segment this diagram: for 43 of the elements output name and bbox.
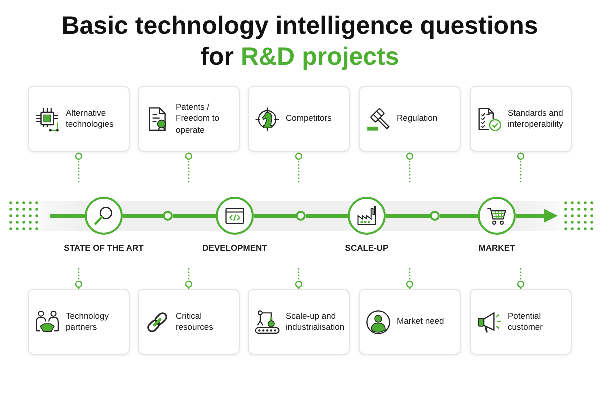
- dotted-connector: [185, 151, 193, 184]
- card-label: Potential customer: [508, 310, 544, 334]
- stage-label: DEVELOPMENT: [202, 243, 268, 253]
- timeline-line: [50, 214, 85, 218]
- card-label: Scale-up and industrialisation: [286, 310, 346, 334]
- topic-card: [28, 289, 130, 355]
- dotted-connector: [185, 267, 193, 290]
- timeline-line: [123, 214, 163, 218]
- title: Basic technology intelligence questions for R&D projects: [60, 11, 540, 73]
- timeline-line: [306, 214, 348, 218]
- topic-card: [359, 86, 461, 152]
- dotted-connector: [517, 151, 525, 184]
- card-label: Technology partners: [66, 310, 110, 334]
- dotted-connector: [75, 151, 83, 184]
- card-label: Regulation: [397, 113, 438, 125]
- stage-label: SCALE-UP: [345, 243, 389, 253]
- card-label: Standards and interoperability: [508, 108, 564, 130]
- topic-card: [248, 86, 350, 152]
- dotted-connector: [75, 267, 83, 290]
- timeline-line: [386, 214, 430, 218]
- dotted-connector: [406, 267, 414, 290]
- timeline-arrow: [516, 209, 558, 223]
- topic-card: [138, 86, 240, 152]
- card-label: Market need: [397, 316, 444, 328]
- topic-card: [138, 289, 240, 355]
- topic-card: [470, 289, 572, 355]
- card-label: Competitors: [286, 113, 332, 125]
- topic-card: [28, 86, 130, 152]
- card-label: Critical resources: [176, 310, 214, 334]
- timeline-line: [173, 214, 216, 218]
- timeline-line: [254, 214, 296, 218]
- card-label: Patents / Freedom to operate: [176, 102, 220, 136]
- dotted-connector: [295, 267, 303, 290]
- topic-card: [248, 289, 350, 355]
- stage-label: STATE OF THE ART: [64, 243, 144, 253]
- timeline-line: [440, 214, 478, 218]
- stage-label: MARKET: [478, 243, 516, 253]
- topic-card: [470, 86, 572, 152]
- topic-card: [359, 289, 461, 355]
- dotted-connector: [517, 267, 525, 290]
- card-label: Alternative technologies: [66, 108, 115, 130]
- dotted-connector: [406, 151, 414, 184]
- dotted-connector: [295, 151, 303, 184]
